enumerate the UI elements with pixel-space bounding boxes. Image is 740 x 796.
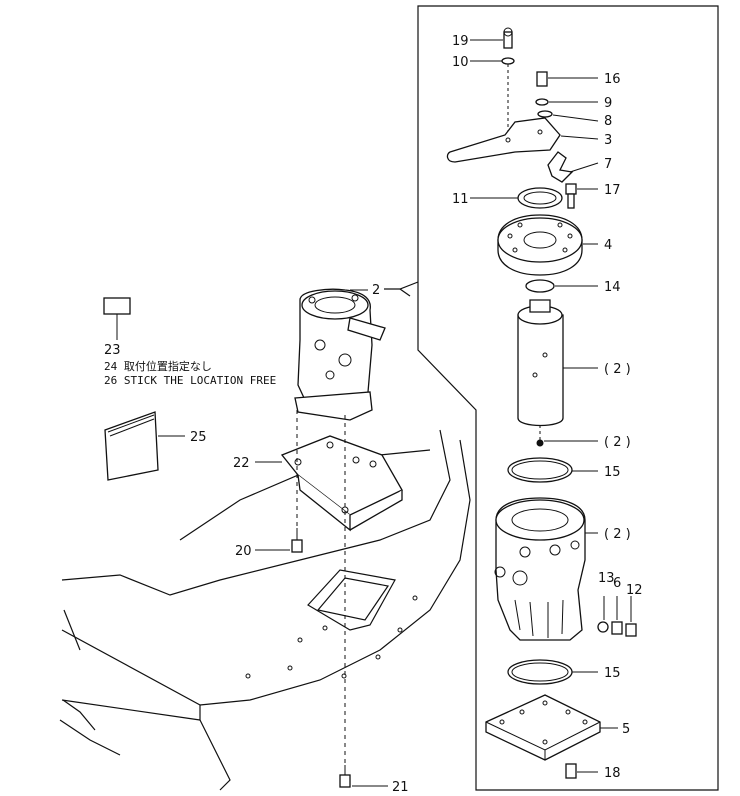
callout-17: 17	[604, 183, 621, 198]
note-line-26: 26 STICK THE LOCATION FREE	[104, 374, 276, 387]
callout-18: 18	[604, 766, 621, 781]
callout-20: 20	[235, 544, 252, 559]
callout-21: 21	[392, 780, 409, 795]
callout-13: 13	[598, 571, 615, 586]
washer-9	[535, 98, 549, 106]
plug-12	[625, 623, 637, 637]
callout-15-upper: 15	[604, 465, 621, 480]
rotor-shaft	[517, 299, 564, 447]
callout-22: 22	[233, 456, 250, 471]
bolt-19	[503, 27, 513, 49]
callout-25: 25	[190, 430, 207, 445]
frame-leader	[384, 281, 419, 290]
washer-8	[537, 110, 553, 118]
o-ring-15-upper-inner	[511, 460, 569, 480]
swivel-body	[494, 497, 586, 641]
assembly-frame	[417, 5, 719, 791]
revolving-frame	[59, 429, 471, 791]
callout-6: 6	[613, 576, 621, 591]
o-ring-15-lower-inner	[511, 662, 569, 682]
callout-2: 2	[372, 283, 380, 298]
bracket-22	[280, 435, 403, 532]
callout-16: 16	[604, 72, 621, 87]
swivel-joint-assembly-small	[294, 288, 386, 421]
o-ring-14	[525, 279, 555, 293]
o-ring-15-upper	[507, 457, 573, 483]
plug-13	[597, 621, 609, 633]
note-line-24: 24 取付位置指定なし	[104, 359, 212, 373]
frame-leader-2	[399, 288, 411, 297]
callout-12: 12	[626, 583, 643, 598]
sticker-23	[103, 297, 131, 315]
callout-10: 10	[452, 55, 469, 70]
bolt-20	[291, 528, 303, 553]
callout-3: 3	[604, 133, 612, 148]
callout-5: 5	[622, 722, 630, 737]
clip-7	[547, 151, 574, 183]
leader-lines	[255, 39, 632, 787]
callout-15-lower: 15	[604, 666, 621, 681]
bolt-18	[565, 763, 577, 779]
callout-4: 4	[604, 238, 612, 253]
bag-25	[104, 411, 185, 481]
callout-2-body: ( 2 )	[604, 527, 631, 542]
callout-9: 9	[604, 96, 612, 111]
callout-7: 7	[604, 157, 612, 172]
callout-23: 23	[104, 343, 121, 358]
washer-10	[501, 57, 515, 65]
callout-2-shaft: ( 2 )	[604, 362, 631, 377]
callout-11: 11	[452, 192, 469, 207]
flange-4	[497, 214, 583, 276]
bolt-21	[339, 765, 351, 788]
o-ring-15-lower	[507, 659, 573, 685]
plug-6	[611, 621, 623, 635]
callout-8: 8	[604, 114, 612, 129]
bolt-16	[536, 71, 548, 87]
seal-11	[517, 187, 563, 209]
lever-plate-3	[446, 117, 561, 163]
callout-14: 14	[604, 280, 621, 295]
callout-19: 19	[452, 34, 469, 49]
callout-2-pin: ( 2 )	[604, 435, 631, 450]
bolt-17	[565, 183, 577, 209]
cover-plate-5	[485, 694, 601, 761]
